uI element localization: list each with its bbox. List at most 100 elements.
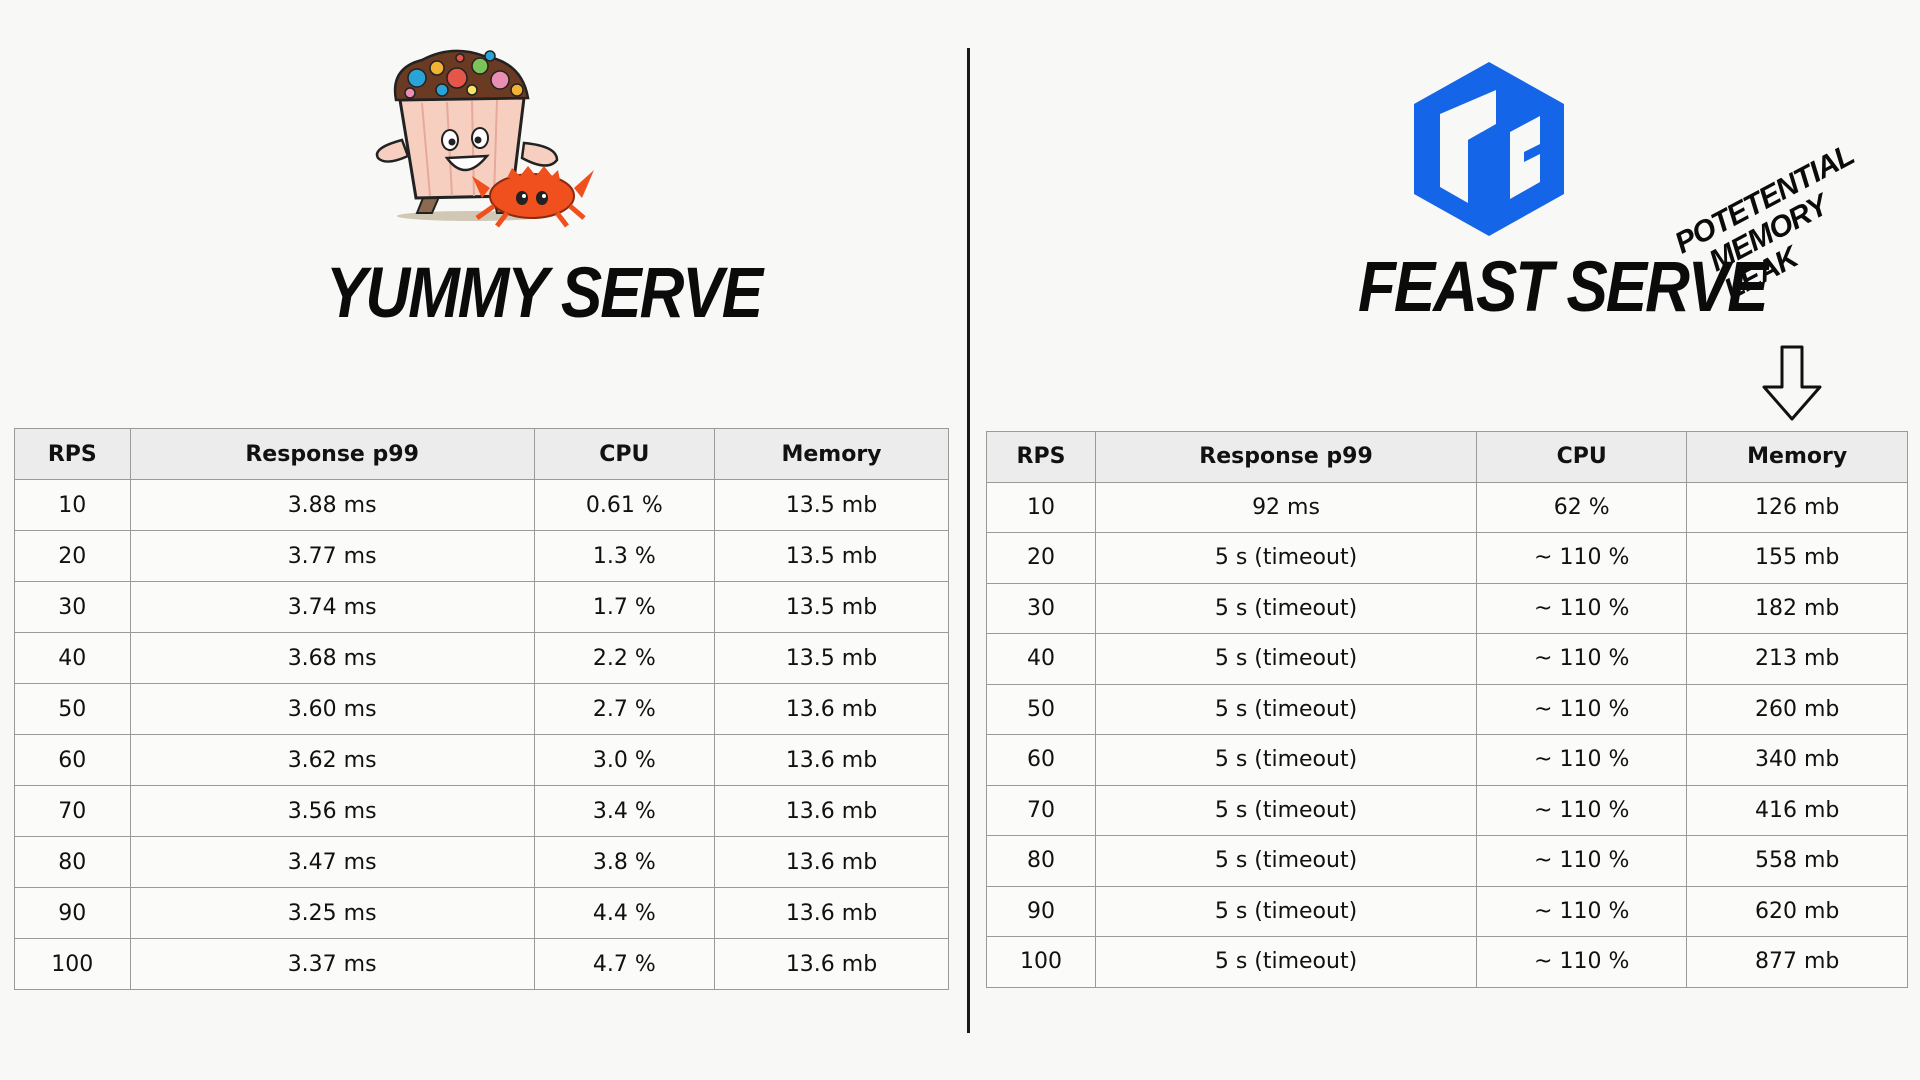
yummy-serve-title: Yummy Serve — [326, 253, 763, 334]
cell: 13.6 mb — [714, 836, 949, 888]
arrow-down-icon — [1762, 345, 1822, 421]
cell: 5 s (timeout) — [1094, 633, 1478, 685]
cell: 90 — [986, 885, 1096, 937]
cell: 60 — [14, 734, 131, 786]
cell: 4.7 % — [533, 938, 716, 990]
cell: 3.0 % — [533, 734, 716, 786]
cell: ~ 110 % — [1476, 835, 1688, 887]
cell: 20 — [986, 532, 1096, 584]
cell: 70 — [14, 785, 131, 837]
cell: 4.4 % — [533, 887, 716, 939]
cell: 100 — [986, 936, 1096, 988]
column-header-response: Response p99 — [1094, 431, 1478, 483]
cell: 1.3 % — [533, 530, 716, 582]
cell: 1.7 % — [533, 581, 716, 633]
cell: 5 s (timeout) — [1094, 936, 1478, 988]
column-header-rps: RPS — [986, 431, 1096, 483]
cell: 620 mb — [1686, 885, 1908, 937]
cell: 40 — [14, 632, 131, 684]
cell: 3.68 ms — [129, 632, 535, 684]
cell: 3.56 ms — [129, 785, 535, 837]
cell: 5 s (timeout) — [1094, 734, 1478, 786]
cell: 5 s (timeout) — [1094, 885, 1478, 937]
column-header-memory: Memory — [1686, 431, 1908, 483]
cell: 13.6 mb — [714, 785, 949, 837]
cell: 3.37 ms — [129, 938, 535, 990]
cell: ~ 110 % — [1476, 936, 1688, 988]
cell: 0.61 % — [533, 479, 716, 531]
feast-logo-icon — [1414, 62, 1564, 236]
cell: 90 — [14, 887, 131, 939]
cell: 50 — [14, 683, 131, 735]
column-header-response: Response p99 — [129, 428, 535, 480]
cell: 126 mb — [1686, 481, 1908, 533]
cell: 5 s (timeout) — [1094, 582, 1478, 634]
cell: 62 % — [1476, 481, 1688, 533]
cell: 80 — [986, 835, 1096, 887]
table-header-row: RPS Response p99 CPU Memory — [14, 428, 949, 480]
cell: 3.60 ms — [129, 683, 535, 735]
cell: 100 — [14, 938, 131, 990]
cell: 13.6 mb — [714, 683, 949, 735]
cupcake-mascot-icon — [375, 49, 594, 228]
cell: ~ 110 % — [1476, 582, 1688, 634]
cell: ~ 110 % — [1476, 633, 1688, 685]
cell: 92 ms — [1094, 481, 1478, 533]
cell: 3.8 % — [533, 836, 716, 888]
cell: 2.7 % — [533, 683, 716, 735]
cell: ~ 110 % — [1476, 885, 1688, 937]
cell: 182 mb — [1686, 582, 1908, 634]
cell: 3.88 ms — [129, 479, 535, 531]
cell: 80 — [14, 836, 131, 888]
cell: 5 s (timeout) — [1094, 835, 1478, 887]
panel-divider — [967, 48, 970, 1033]
cell: 13.5 mb — [714, 632, 949, 684]
memory-leak-annotation: Potetential memory leak — [1670, 129, 1909, 317]
column-header-rps: RPS — [14, 428, 131, 480]
cell: 70 — [986, 784, 1096, 836]
cell: 3.77 ms — [129, 530, 535, 582]
cell: 558 mb — [1686, 835, 1908, 887]
cell: ~ 110 % — [1476, 784, 1688, 836]
cell: 60 — [986, 734, 1096, 786]
cell: 877 mb — [1686, 936, 1908, 988]
rust-crab-icon — [472, 166, 594, 228]
cell: 40 — [986, 633, 1096, 685]
cell: ~ 110 % — [1476, 734, 1688, 786]
cell: ~ 110 % — [1476, 683, 1688, 735]
cell: 340 mb — [1686, 734, 1908, 786]
cell: 3.74 ms — [129, 581, 535, 633]
cell: 13.6 mb — [714, 938, 949, 990]
cell: 5 s (timeout) — [1094, 683, 1478, 735]
cell: 3.4 % — [533, 785, 716, 837]
cell: 13.5 mb — [714, 530, 949, 582]
cell: 260 mb — [1686, 683, 1908, 735]
cell: 3.62 ms — [129, 734, 535, 786]
cell: 155 mb — [1686, 532, 1908, 584]
cell: 10 — [986, 481, 1096, 533]
cell: 3.47 ms — [129, 836, 535, 888]
cell: 20 — [14, 530, 131, 582]
cell: ~ 110 % — [1476, 532, 1688, 584]
column-header-memory: Memory — [714, 428, 949, 480]
cell: 30 — [14, 581, 131, 633]
cell: 13.6 mb — [714, 887, 949, 939]
